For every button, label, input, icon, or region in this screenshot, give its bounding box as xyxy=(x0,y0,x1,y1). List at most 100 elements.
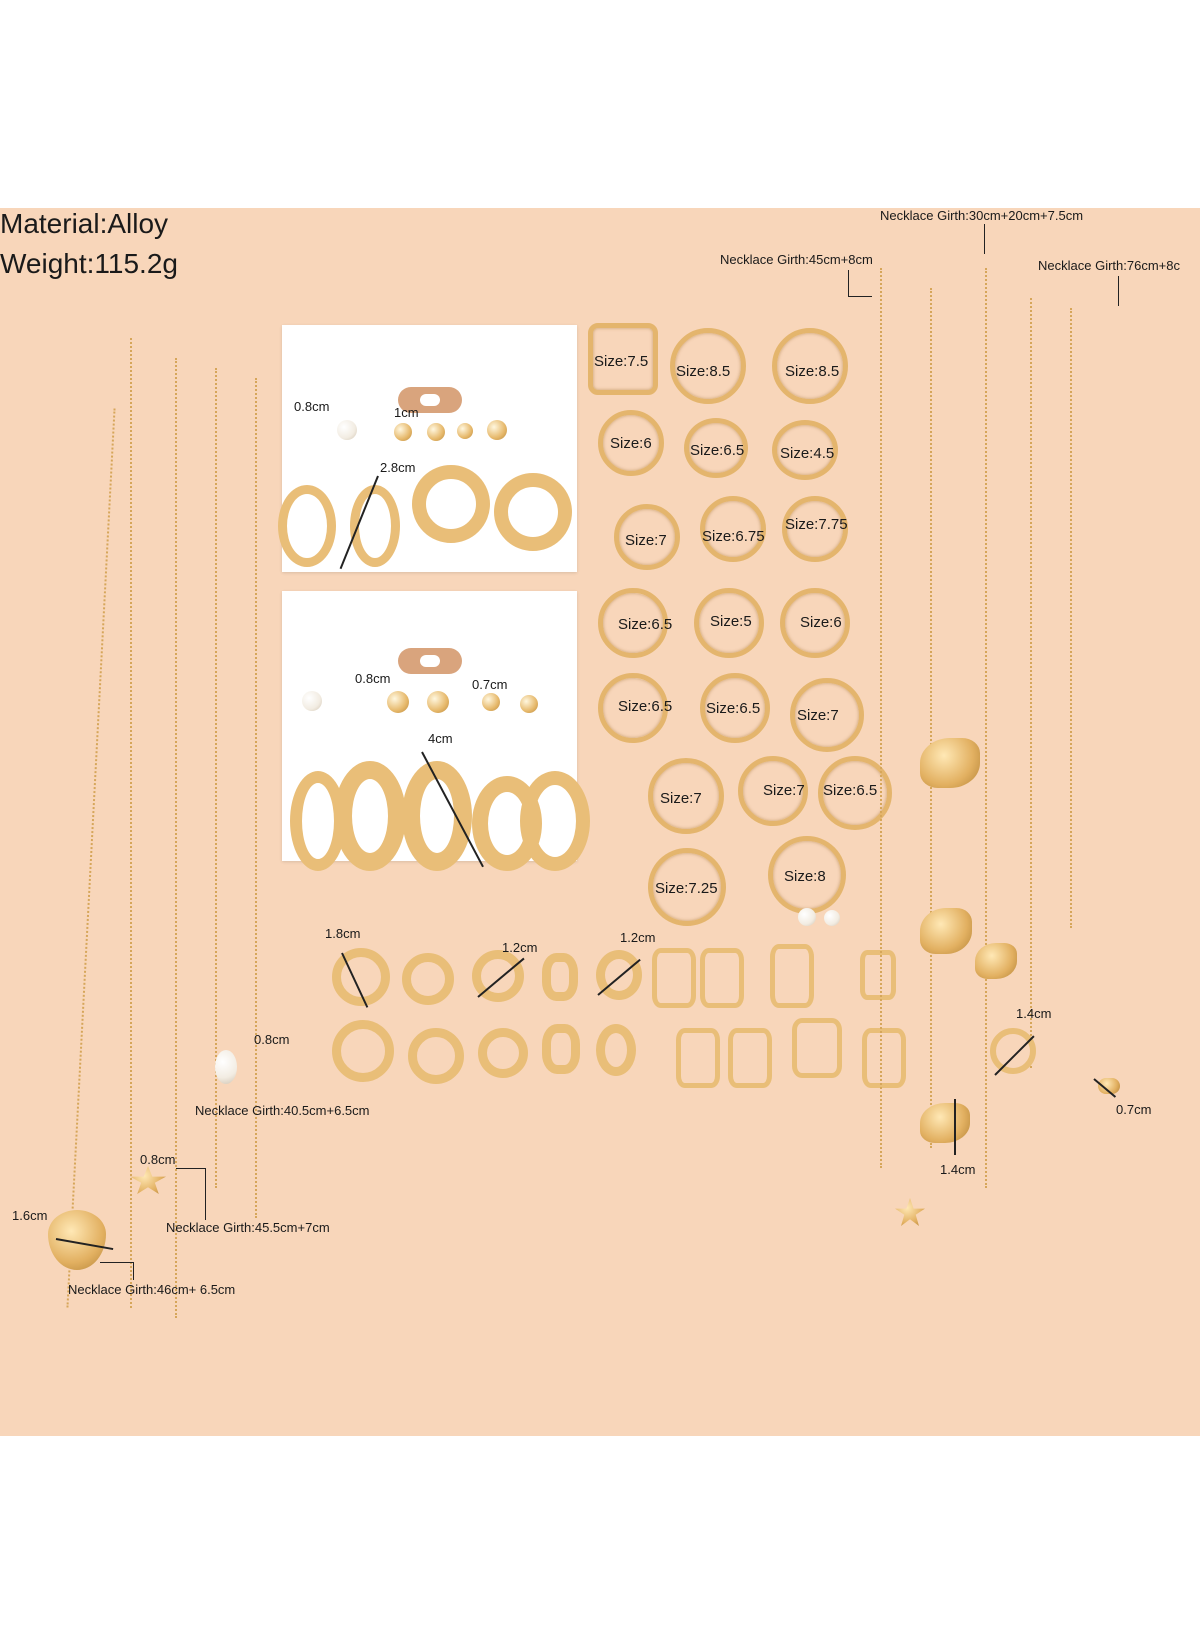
necklace-chain xyxy=(1070,308,1072,928)
necklace-chain xyxy=(1030,298,1032,1068)
ring xyxy=(614,504,680,570)
ear-cuff xyxy=(542,953,578,1001)
necklace-chain xyxy=(930,288,932,1148)
hang-slot xyxy=(397,648,462,674)
necklace-girth-label: Necklace Girth:76cm+8c xyxy=(1038,258,1180,273)
star-pendant-size: 0.8cm xyxy=(140,1152,176,1167)
ear-cuff xyxy=(676,1028,720,1088)
ear-cuff xyxy=(596,1024,636,1076)
necklace-chain xyxy=(66,408,116,1308)
ring xyxy=(598,588,668,658)
cuff-size: 1.2cm xyxy=(620,930,656,945)
ring xyxy=(598,673,668,743)
ear-cuff xyxy=(542,1024,580,1074)
necklace-chain xyxy=(175,358,177,1318)
chain-link-earring xyxy=(350,485,400,567)
butterfly-pendant xyxy=(920,738,980,788)
ring-size: Size:8 xyxy=(784,868,826,885)
pearl-stud xyxy=(302,691,322,711)
necklace-chain xyxy=(130,338,132,1308)
huggie-earring xyxy=(472,950,524,1002)
ring-size: Size:6.5 xyxy=(823,782,878,799)
ring-size: Size:5 xyxy=(710,613,752,630)
dimension-arrow xyxy=(954,1099,956,1155)
necklace-girth-label: Necklace Girth:46cm+ 6.5cm xyxy=(68,1282,236,1297)
ring xyxy=(588,323,658,395)
ear-cuff xyxy=(700,948,744,1008)
leader-line xyxy=(176,1168,206,1169)
product-photo: Material:Alloy Weight:115.2g 0.8cm Neckl… xyxy=(0,208,1200,1436)
ring-size: Size:7.25 xyxy=(655,880,718,897)
leader-line xyxy=(100,1262,134,1263)
ring xyxy=(780,588,850,658)
hoop-earring xyxy=(334,761,406,871)
leader-line xyxy=(848,270,849,296)
ear-cuff xyxy=(652,948,696,1008)
material-label: Material:Alloy xyxy=(0,208,169,239)
ring-pearl xyxy=(798,908,816,926)
ring-size: Size:7 xyxy=(625,532,667,549)
ear-cuff xyxy=(728,1028,772,1088)
butterfly-size: 1.4cm xyxy=(1016,1006,1052,1021)
leader-line xyxy=(205,1168,206,1220)
stud-size: 0.8cm xyxy=(355,671,391,686)
necklace-girth-label: Necklace Girth:45.5cm+7cm xyxy=(166,1220,330,1235)
huggie-earring xyxy=(402,953,454,1005)
star-pendant xyxy=(130,1166,166,1194)
ring xyxy=(700,496,766,562)
heart-stud xyxy=(482,693,500,711)
butterfly-pendant xyxy=(920,908,972,954)
ring-size: Size:7 xyxy=(763,782,805,799)
necklace-chain xyxy=(215,368,217,1188)
heart-size: 0.7cm xyxy=(472,677,508,692)
ear-cuff xyxy=(860,950,896,1000)
ear-cuff xyxy=(770,944,814,1008)
huggie-earring xyxy=(408,1028,464,1084)
ring-size: Size:7.5 xyxy=(594,353,649,370)
ring-size: Size:8.5 xyxy=(785,363,840,380)
bar-pendant xyxy=(1098,1078,1120,1094)
ring xyxy=(772,420,838,480)
ear-cuff xyxy=(596,950,642,1000)
ring-size: Size:6 xyxy=(800,614,842,631)
earring-card: 0.8cm 1cm 2.8cm xyxy=(278,325,577,572)
pearl-pendant xyxy=(215,1050,237,1084)
huggie-earring xyxy=(478,1028,528,1078)
heart-stud xyxy=(520,695,538,713)
leader-line xyxy=(133,1262,134,1280)
heart-pendant-size: 1.6cm xyxy=(12,1208,48,1223)
star-charm xyxy=(895,1198,925,1226)
huggie-size: 1.2cm xyxy=(502,940,538,955)
earring-card: 0.8cm 0.7cm 4cm xyxy=(282,591,590,871)
ring xyxy=(738,756,808,826)
hoop-size: 4cm xyxy=(428,731,453,746)
flower-stud xyxy=(487,420,507,440)
ring xyxy=(670,328,746,404)
ring xyxy=(790,678,864,752)
drop-size: 2.8cm xyxy=(380,460,416,475)
ring-size: Size:4.5 xyxy=(780,445,835,462)
hoop-earring xyxy=(520,771,590,871)
ring xyxy=(648,848,726,926)
ear-cuff xyxy=(792,1018,842,1078)
knot-stud xyxy=(394,423,412,441)
necklace-girth-label: Necklace Girth:40.5cm+6.5cm xyxy=(195,1103,370,1118)
ring-size: Size:7.75 xyxy=(785,516,848,533)
ring-size: Size:6.5 xyxy=(706,700,761,717)
necklace-chain xyxy=(880,268,882,1168)
huggie-earring xyxy=(332,1020,394,1082)
ring xyxy=(598,410,664,476)
swirl-earring xyxy=(494,473,572,551)
ring-pearl xyxy=(824,910,840,926)
leader-line xyxy=(848,296,872,297)
huggie-earring xyxy=(332,948,390,1006)
butterfly-size: 1.4cm xyxy=(940,1162,976,1177)
butterfly-pendant xyxy=(920,1103,970,1143)
ring xyxy=(818,756,892,830)
knot-size: 1cm xyxy=(394,405,419,420)
necklace-chain xyxy=(255,378,257,1218)
ring xyxy=(700,673,770,743)
ring-size: Size:8.5 xyxy=(676,363,731,380)
weight-label: Weight:115.2g xyxy=(0,248,178,279)
circle-pendant xyxy=(990,1028,1036,1074)
